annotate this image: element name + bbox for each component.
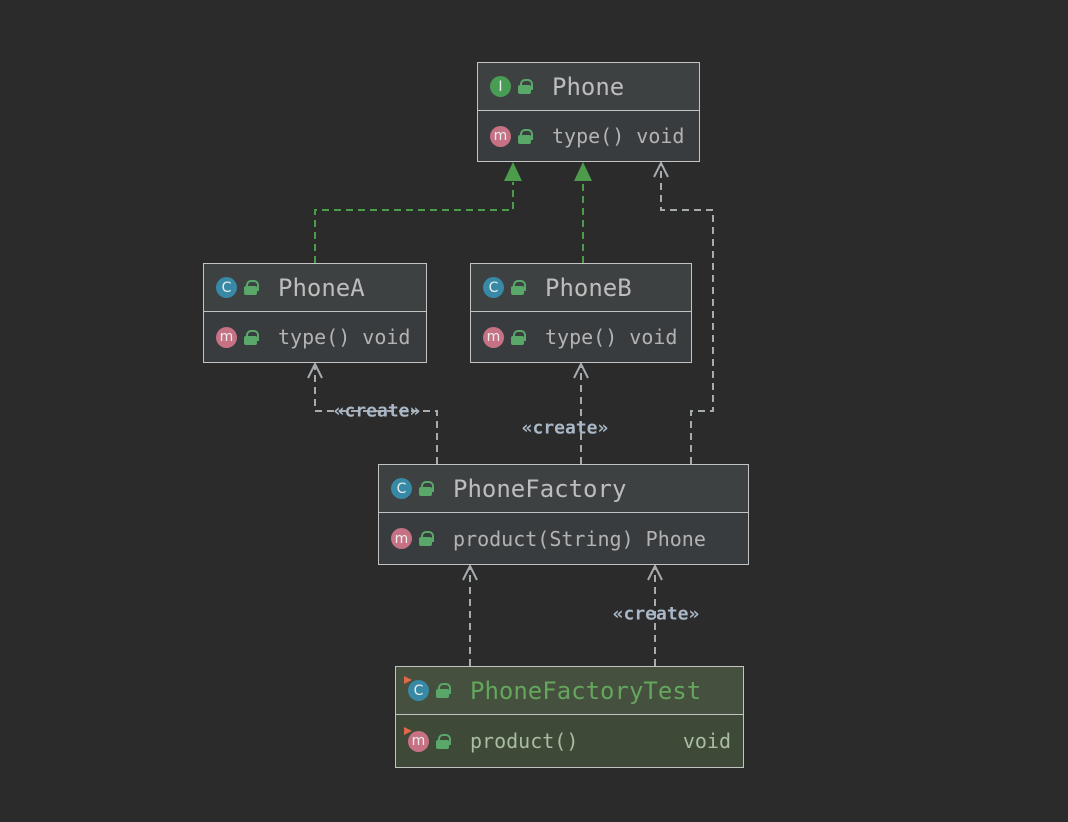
method-signature: type() void — [552, 124, 685, 148]
node-phonefactory[interactable]: C PhoneFactory m product(String) Phone — [378, 464, 749, 565]
node-title: PhoneA — [278, 273, 365, 302]
node-phoneb-members: m type() void — [471, 311, 691, 362]
node-phonea[interactable]: C PhoneA m type() void — [203, 263, 427, 363]
node-title: PhoneFactory — [453, 474, 627, 503]
method-signature: type() void — [278, 325, 411, 349]
method-icon-letter: m — [411, 733, 426, 749]
node-phonefactorytest[interactable]: C PhoneFactoryTest m product() void — [395, 666, 744, 768]
lock-icon — [436, 733, 451, 749]
run-test-marker-icon — [404, 676, 412, 684]
node-title: Phone — [552, 72, 625, 101]
lock-icon — [518, 79, 533, 94]
run-test-marker-icon — [404, 726, 412, 735]
method-signature: type() void — [545, 325, 678, 349]
method-return-type: void — [682, 729, 731, 753]
edge-phonefactory-creates-phoneb — [573, 361, 589, 464]
node-title: PhoneFactoryTest — [470, 676, 702, 705]
lock-icon — [518, 128, 533, 144]
class-icon: C — [483, 277, 504, 298]
node-phone-header: I Phone — [478, 63, 699, 110]
edge-label-create-phoneb: «create» — [521, 417, 609, 439]
node-phoneb-header: C PhoneB — [471, 264, 691, 311]
node-phone-members: m type() void — [478, 110, 699, 161]
node-phonefactory-members: m product(String) Phone — [379, 512, 748, 564]
method-signature: product() — [470, 729, 579, 753]
lock-icon — [244, 329, 259, 345]
class-icon-letter: C — [413, 682, 424, 699]
edge-label-create-phonefactory: «create» — [612, 603, 700, 625]
edge-phonea-realizes-phone — [314, 162, 522, 263]
method-icon: m — [483, 326, 504, 348]
lock-icon — [419, 531, 434, 546]
lock-icon — [419, 481, 434, 496]
node-phonea-members: m type() void — [204, 311, 426, 362]
interface-icon: I — [490, 76, 511, 97]
edge-test-depends-phonefactory — [462, 563, 478, 666]
lock-icon — [244, 280, 259, 295]
node-phonefactory-header: C PhoneFactory — [379, 465, 748, 512]
lock-icon — [436, 683, 451, 698]
method-icon: m — [216, 326, 237, 348]
test-class-icon: C — [404, 676, 429, 701]
node-phone[interactable]: I Phone m type() void — [477, 62, 700, 162]
edge-label-create-phonea: «create» — [333, 400, 421, 422]
method-icon: m — [490, 125, 511, 147]
class-icon: C — [216, 277, 237, 298]
node-phonefactorytest-members: m product() void — [396, 714, 743, 767]
node-phoneb[interactable]: C PhoneB m type() void — [470, 263, 692, 363]
class-icon: C — [391, 478, 412, 499]
lock-icon — [511, 280, 526, 295]
node-title: PhoneB — [545, 273, 632, 302]
method-icon: m — [391, 528, 412, 549]
edge-phoneb-realizes-phone — [574, 162, 592, 263]
node-phonea-header: C PhoneA — [204, 264, 426, 311]
node-phonefactorytest-header: C PhoneFactoryTest — [396, 667, 743, 714]
method-signature: product(String) Phone — [453, 526, 706, 551]
test-method-icon: m — [404, 726, 429, 752]
lock-icon — [511, 329, 526, 345]
